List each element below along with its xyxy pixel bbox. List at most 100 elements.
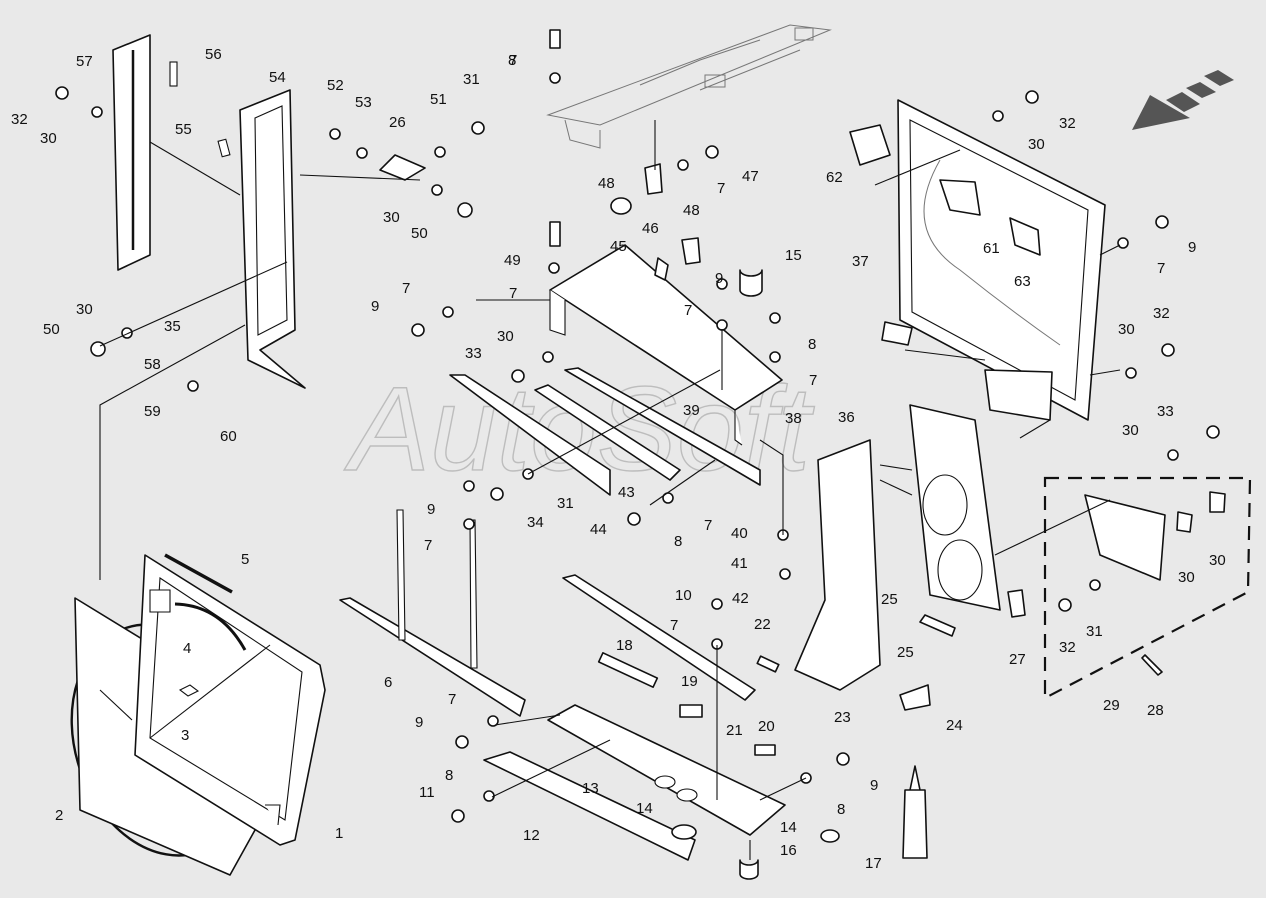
callout-31: 32 <box>1059 639 1076 656</box>
callout-12: 14 <box>636 800 653 817</box>
callout-labels: 1 2 3 4 5 6 7 7 7 7 7 7 7 7 7 7 7 8 8 8 … <box>11 46 1226 872</box>
callout-7: 7 <box>402 280 410 297</box>
callout-13: 14 <box>780 819 797 836</box>
part-43-clip <box>681 237 701 265</box>
callout-10: 12 <box>523 827 540 844</box>
callout-31: 32 <box>1153 305 1170 322</box>
part-25-clip <box>1007 589 1026 618</box>
part-10-plate <box>483 751 696 861</box>
callout-33: 35 <box>164 318 181 335</box>
part-4-seal <box>174 602 247 651</box>
callout-30: 30 <box>1028 136 1045 153</box>
part-36-angle <box>564 367 761 486</box>
callout-43: 46 <box>642 220 659 237</box>
callout-40: 43 <box>618 484 635 501</box>
callout-8: 9 <box>415 714 423 731</box>
callout-29: 30 <box>1209 552 1226 569</box>
callout-56: 59 <box>144 403 161 420</box>
callout-32: 33 <box>1157 403 1174 420</box>
callout-27: 29 <box>1103 697 1120 714</box>
callout-30: 30 <box>1122 422 1139 439</box>
part-28-clip <box>1176 511 1193 533</box>
callout-58: 61 <box>983 240 1000 257</box>
callout-7: 7 <box>717 180 725 197</box>
leader-lines <box>99 120 1121 860</box>
callout-30: 30 <box>40 130 57 147</box>
part-46-stop <box>610 197 632 215</box>
callout-32: 33 <box>465 345 482 362</box>
callout-31: 31 <box>463 71 480 88</box>
callout-28: 30 <box>1178 569 1195 586</box>
callout-34: 37 <box>852 253 869 270</box>
callout-7: 7 <box>704 517 712 534</box>
callout-9: 10 <box>675 587 692 604</box>
callout-17: 19 <box>681 673 698 690</box>
callout-30: 30 <box>1118 321 1135 338</box>
callout-9: 11 <box>419 784 435 801</box>
callout-48: 50 <box>411 225 428 242</box>
part-45-bracket <box>644 163 663 195</box>
callout-6: 6 <box>384 674 392 691</box>
callout-30: 30 <box>497 328 514 345</box>
callout-20: 22 <box>754 616 771 633</box>
part-60-cover <box>1009 217 1041 256</box>
callout-45: 48 <box>683 202 700 219</box>
callout-7: 7 <box>448 691 456 708</box>
callout-30: 31 <box>1086 623 1103 640</box>
part-3-clip <box>178 684 200 697</box>
part-15-washer <box>820 829 840 843</box>
callout-57: 60 <box>220 428 237 445</box>
callout-55: 58 <box>144 356 161 373</box>
callout-50: 52 <box>327 77 344 94</box>
part-1-frame <box>134 554 326 846</box>
part-58-cover <box>939 179 981 216</box>
callout-8: 8 <box>674 533 682 550</box>
part-6-crossframe <box>339 509 526 717</box>
callout-30: 31 <box>557 495 574 512</box>
callout-18: 20 <box>758 718 775 735</box>
callout-38: 41 <box>731 555 748 572</box>
part-18-block <box>754 744 776 756</box>
callout-9: 9 <box>371 298 379 315</box>
callout-23: 25 <box>897 644 914 661</box>
callout-8: 8 <box>508 52 516 69</box>
callout-60: 63 <box>1014 273 1031 290</box>
callout-4: 4 <box>183 640 191 657</box>
callout-2: 2 <box>55 807 63 824</box>
callout-21: 23 <box>834 709 851 726</box>
callout-25: 27 <box>1009 651 1026 668</box>
callout-7: 7 <box>509 285 517 302</box>
callout-14: 15 <box>785 247 802 264</box>
callout-32: 34 <box>527 514 544 531</box>
callout-35: 38 <box>785 410 802 427</box>
part-19-angle <box>562 574 756 701</box>
callout-14: 16 <box>780 842 797 859</box>
part-27-kit-box <box>1043 476 1252 700</box>
callout-7: 7 <box>670 617 678 634</box>
part-54-side-panel <box>112 34 151 271</box>
part-61-plate <box>881 321 913 346</box>
callout-7: 7 <box>1157 260 1165 277</box>
callout-53: 56 <box>205 46 222 63</box>
direction-arrow-icon <box>1132 70 1234 130</box>
callout-7: 7 <box>684 302 692 319</box>
callout-5: 5 <box>241 551 249 568</box>
callout-39: 42 <box>732 590 749 607</box>
part-52-pad <box>217 138 231 158</box>
part-24-shroud-panel <box>909 404 1001 611</box>
part-41-angle <box>449 374 611 496</box>
part-35-crossmember <box>549 244 783 446</box>
callout-42: 45 <box>610 238 627 255</box>
part-26-strip <box>1141 654 1163 676</box>
callout-7: 8 <box>445 767 453 784</box>
callout-59: 62 <box>826 169 843 186</box>
part-14-bushing-bottom <box>739 859 759 880</box>
callout-30: 30 <box>76 301 93 318</box>
callout-15: 17 <box>865 855 882 872</box>
part-42-clip <box>654 257 669 281</box>
callout-33: 36 <box>838 409 855 426</box>
callout-16: 18 <box>616 637 633 654</box>
part-23-strip <box>919 614 956 637</box>
callout-48: 50 <box>43 321 60 338</box>
